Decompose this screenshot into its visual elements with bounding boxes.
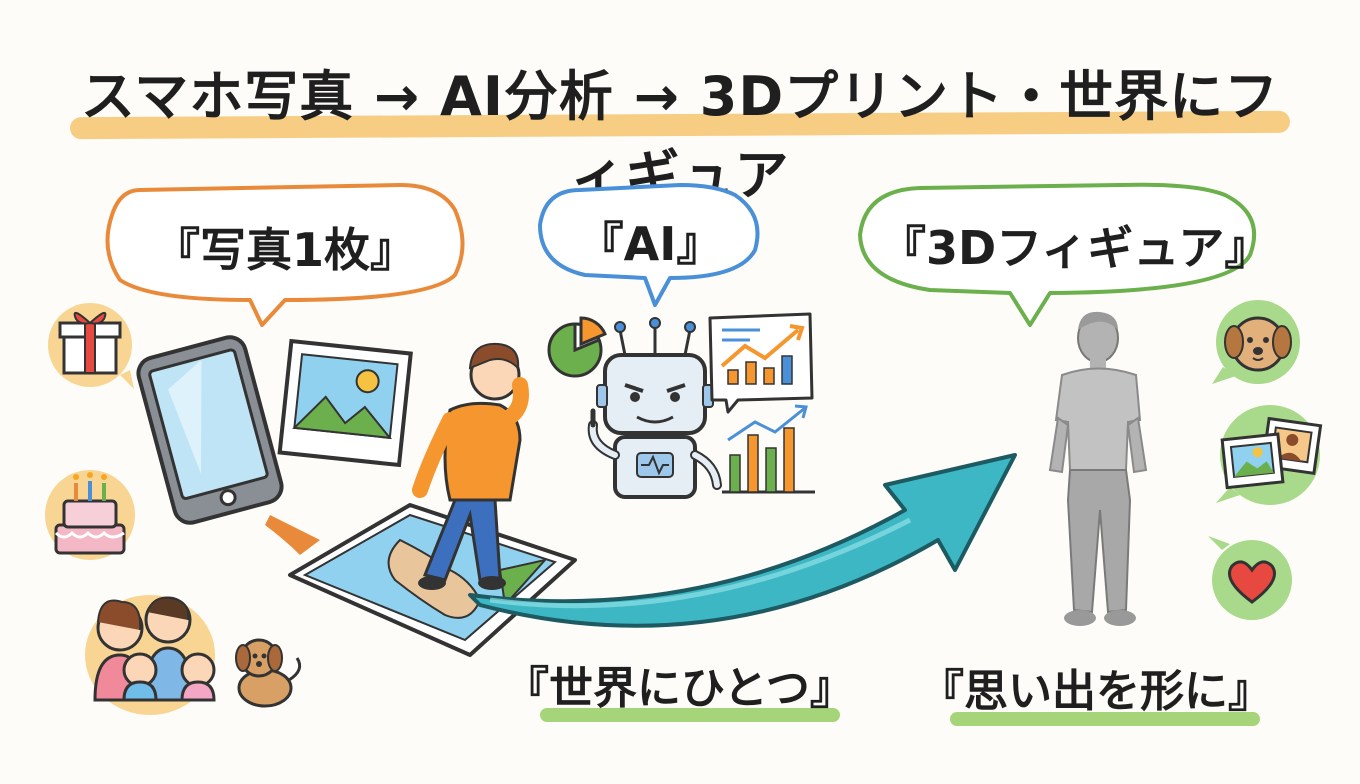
photo-bubble-label: 『写真1枚』 [153,223,416,277]
connector-arrow [265,515,320,555]
caption-unique: 『世界にひとつ』 [505,663,854,714]
heart-icon [1208,536,1292,620]
ai-bubble-label: 『AI』 [577,217,723,271]
figure-bubble-label: 『3Dフィギュア』 [880,221,1271,275]
caption-underline-unique [540,708,840,722]
figure-icon [1048,311,1148,626]
birthday-cake-icon [45,470,135,560]
title-block: スマホ写真 → AI分析 → 3Dプリント・世界にフィギュア [60,52,1300,207]
pie-chart-icon [547,316,607,378]
person-icon [412,342,529,590]
photo-bubble [105,183,465,327]
line-chart-icon [708,312,814,414]
dog-icon [1212,300,1300,384]
arrow-icon [468,453,1017,628]
ai-bubble [538,183,760,307]
robot-icon [587,317,722,499]
bar-chart-icon [722,404,815,494]
family-icon [85,595,302,715]
page-title: スマホ写真 → AI分析 → 3Dプリント・世界にフィギュア [80,65,1280,207]
figure-bubble [858,182,1256,327]
caption-memories: 『思い出を形に』 [920,666,1272,717]
photos-icon [1216,405,1323,505]
photo-icon [277,338,413,468]
caption-underline-memories [950,712,1260,726]
smartphone-icon [136,335,284,525]
gift-icon [48,303,134,389]
